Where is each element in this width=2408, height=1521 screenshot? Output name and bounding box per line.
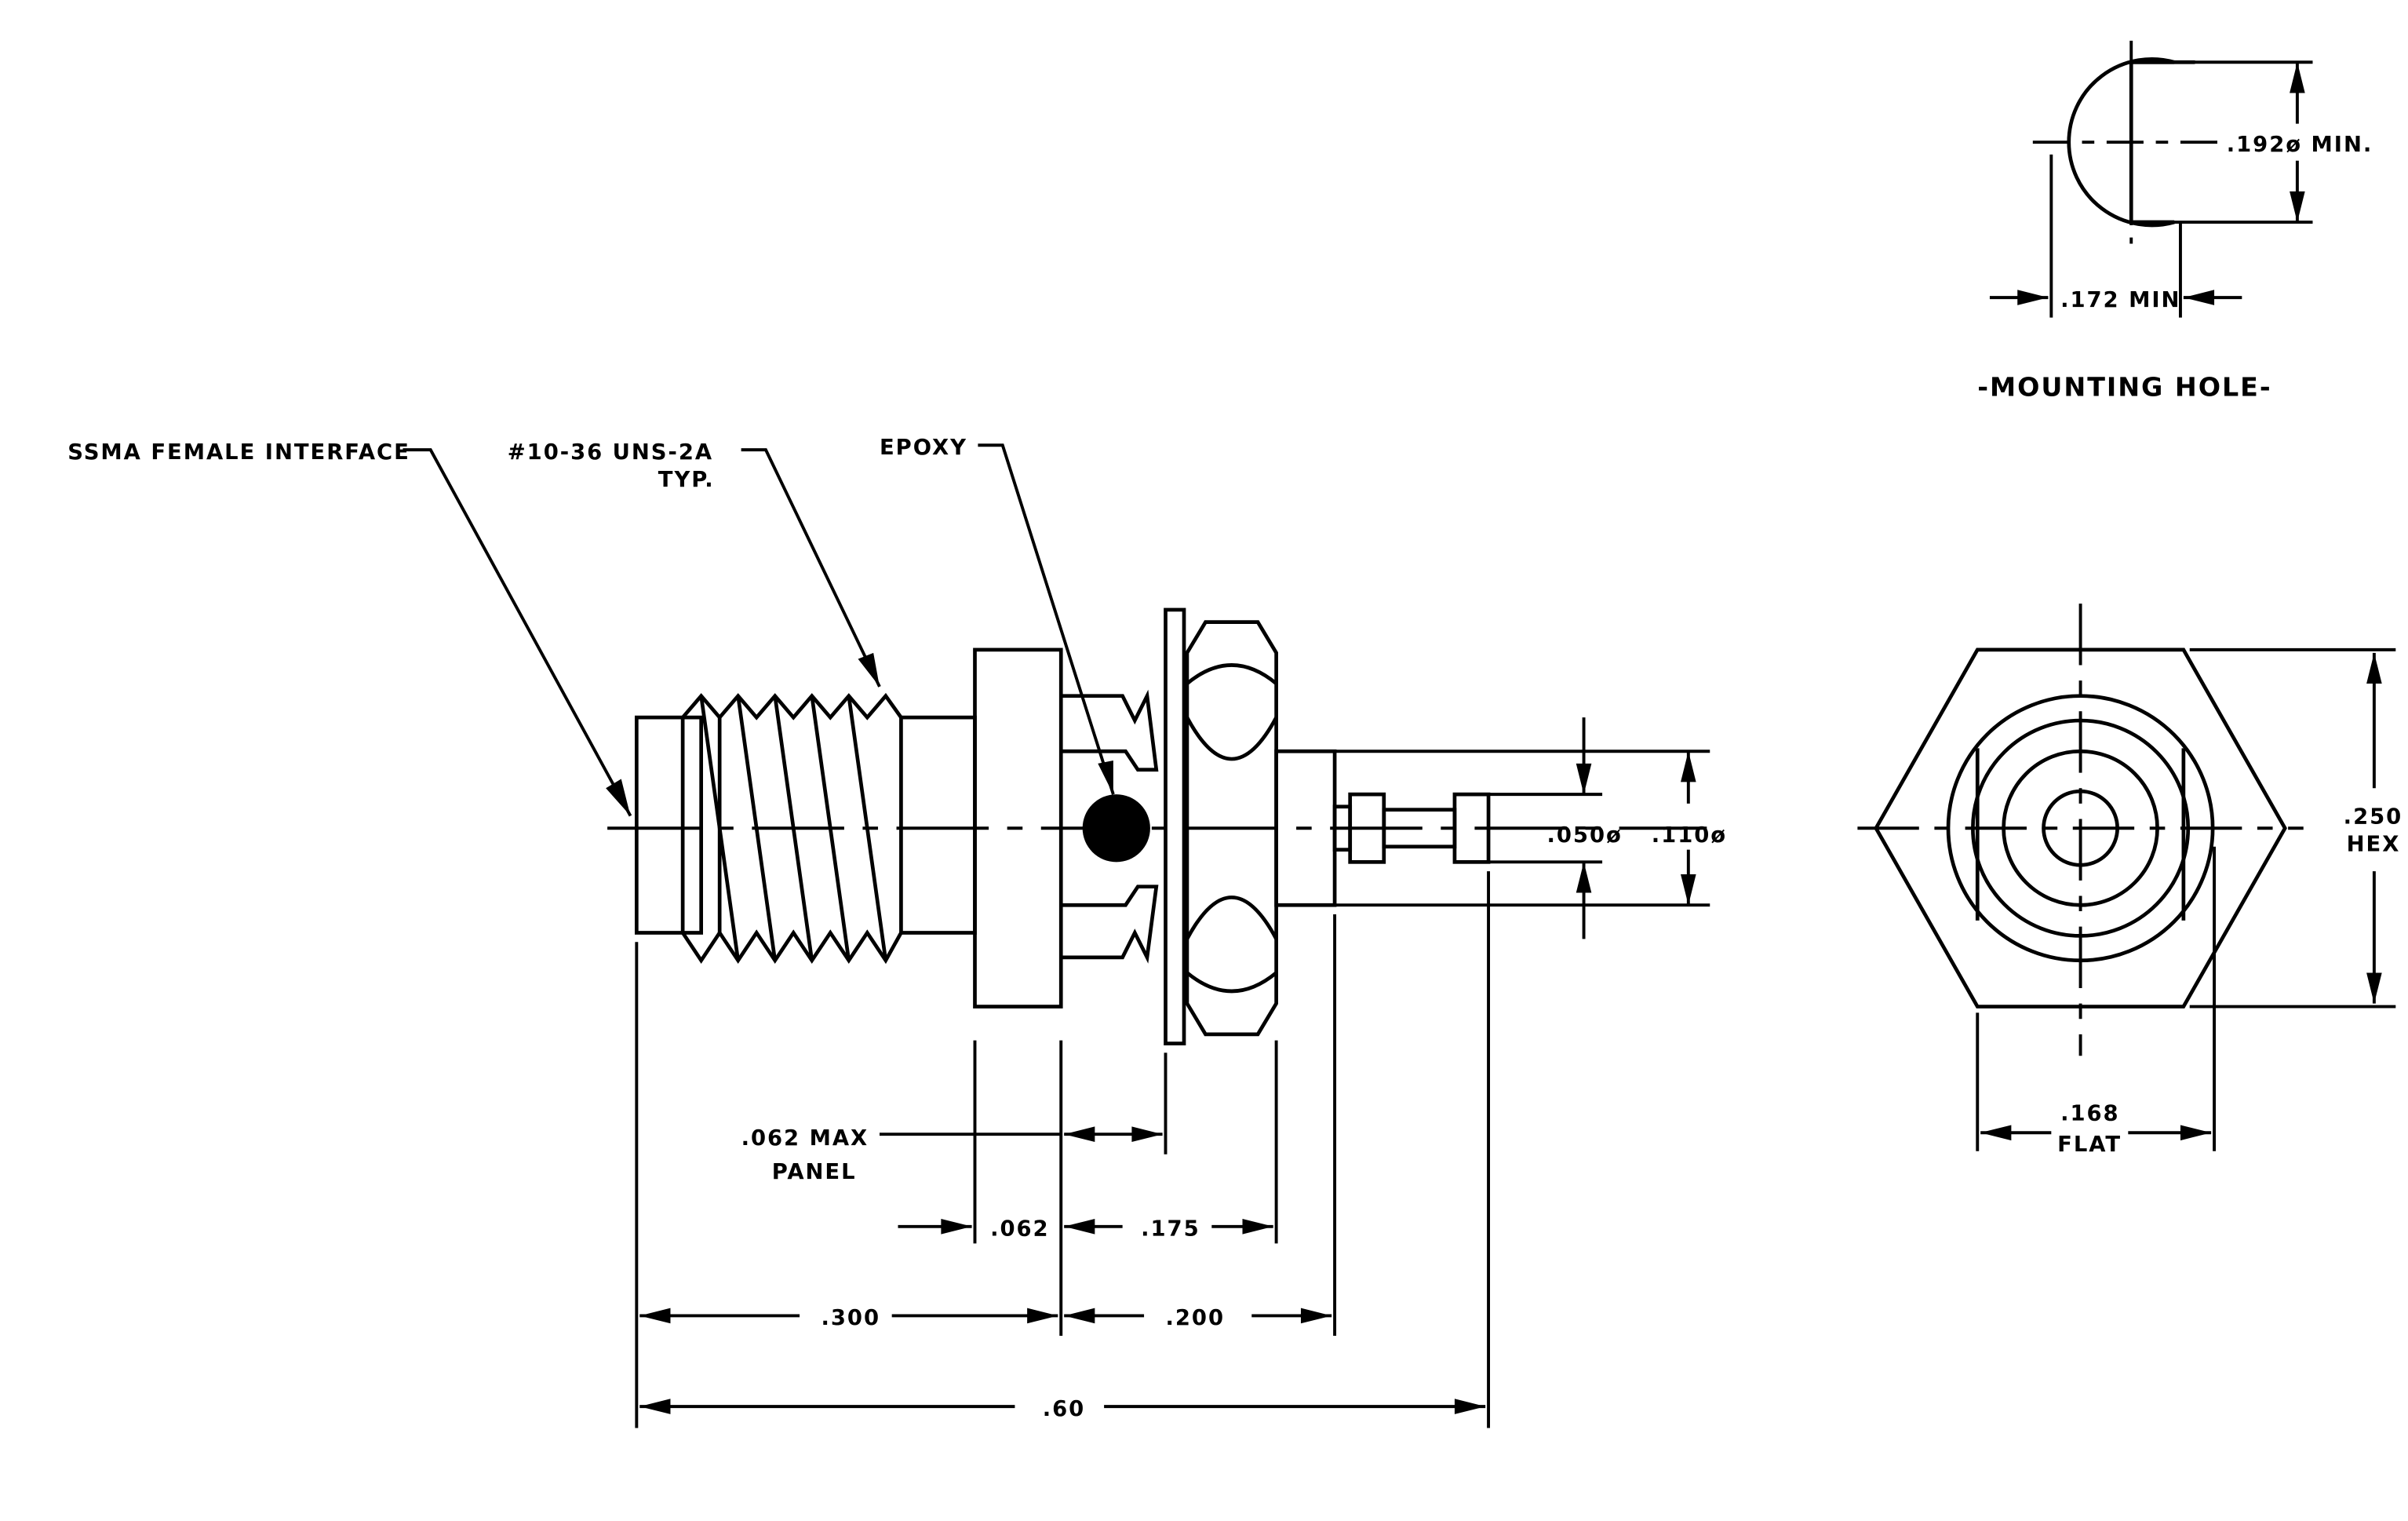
hex-nut <box>1185 620 1278 1037</box>
body-neck <box>899 715 977 935</box>
body-flange <box>973 647 1063 1009</box>
side-view: .050ø .110ø .062 MAX PANEL .062 .175 .30… <box>607 607 1727 1428</box>
washer-plate <box>1164 607 1186 1045</box>
end-view: .250 HEX .168 FLAT <box>1857 604 2403 1157</box>
epoxy-dot <box>1082 794 1150 863</box>
dim-192-label: .192ø MIN. <box>2227 133 2373 157</box>
callout-interface: SSMA FEMALE INTERFACE <box>67 440 410 465</box>
dim-050-label: .050ø <box>1547 823 1623 848</box>
callout-thread-line1: #10-36 UNS-2A <box>508 440 713 465</box>
rear-thread-stub <box>1061 689 1159 964</box>
dim-300-label: .300 <box>821 1306 881 1330</box>
panel-label-line1: .062 MAX <box>741 1126 869 1151</box>
dim-168-line2: FLAT <box>2057 1133 2122 1157</box>
dim-110-label: .110ø <box>1652 823 1727 848</box>
dim-168-line1: .168 <box>2060 1102 2119 1126</box>
thread-section <box>680 692 903 965</box>
dim-062-label: .062 <box>990 1217 1050 1242</box>
callouts: SSMA FEMALE INTERFACE #10-36 UNS-2A TYP.… <box>67 436 1115 817</box>
mounting-hole-view: .192ø MIN. .172 MIN -MOUNTING HOLE- <box>1977 40 2373 403</box>
dim-172-label: .172 MIN <box>2060 288 2180 312</box>
center-pin <box>1332 792 1491 864</box>
mounting-hole-outline <box>2067 57 2175 228</box>
callout-epoxy: EPOXY <box>880 436 967 460</box>
interface-barrel <box>634 715 704 935</box>
callout-thread-line2: TYP. <box>658 468 715 492</box>
dim-250-line2: HEX <box>2347 833 2401 857</box>
dim-175-label: .175 <box>1141 1217 1200 1242</box>
panel-label-line2: PANEL <box>772 1160 857 1184</box>
dim-250-line1: .250 <box>2344 804 2403 829</box>
dim-60-label: .60 <box>1043 1397 1085 1421</box>
mounting-hole-title: -MOUNTING HOLE- <box>1977 372 2271 403</box>
dim-200-label: .200 <box>1166 1306 1226 1330</box>
